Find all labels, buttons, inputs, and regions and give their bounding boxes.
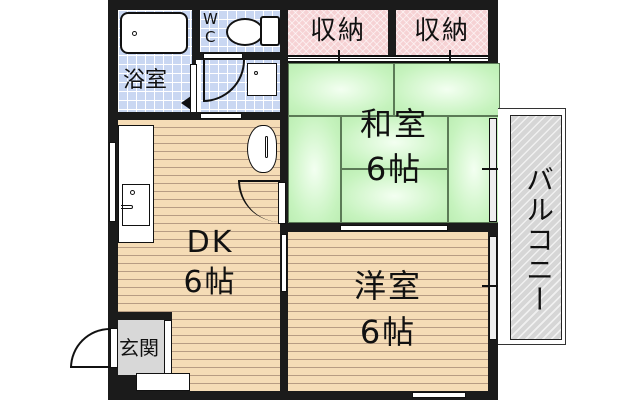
yoshitsu-size: 6帖 [359,313,417,351]
closet-1-label: 収納 [309,16,366,46]
wc-label-c: C [205,28,216,46]
tatami-mat [341,169,448,223]
bath-door-arrow-icon [181,96,191,110]
toilet-bowl [226,18,264,46]
tatami-mat [394,63,500,116]
washitsu-window-handle [482,168,508,170]
closet-sliding-doors[interactable] [288,55,488,63]
bath-door[interactable] [190,64,197,114]
dk-washitsu-door[interactable] [278,182,286,224]
faucet-spout [121,205,133,209]
tatami-mat [288,116,341,223]
faucet-icon [130,190,135,195]
bathtub [120,12,188,54]
yoshitsu-south-window[interactable] [412,392,466,398]
balcony-label: バルコニー [522,165,555,315]
washitsu-size: 6帖 [365,150,423,188]
yoshitsu-label: 洋室 [353,267,422,305]
genkan-floor-wall [118,375,136,391]
dk-size: 6帖 [183,265,237,300]
dk-label: DK [186,225,234,260]
wall-washitsu-left [280,10,288,230]
wall-genkan-top [118,312,172,320]
kitchen-sink [121,184,150,226]
wall-bath-wc [192,10,200,60]
washing-machine [247,63,277,96]
closet-2 [396,10,488,55]
washing-machine-drain-icon [254,71,258,75]
bath-label: 浴室 [123,68,168,93]
outer-wall-bottom [108,391,498,400]
genkan-step [164,320,172,376]
washitsu [288,63,500,223]
wall-dk-yoshitsu [280,228,288,391]
yoshitsu-floor [288,232,488,391]
wall-between-closets [388,10,396,62]
entrance-door-swing [70,328,110,368]
entrance-door[interactable] [110,328,118,368]
tatami-mat [341,116,448,169]
yoshitsu-window-handle [482,285,508,287]
toilet-tank [260,16,280,46]
closet-2-door-handle [449,50,451,62]
washitsu-balcony-window[interactable] [489,118,497,222]
wet-area-door[interactable] [200,113,242,119]
bathtub-drain-icon [132,31,137,36]
closet-2-label: 収納 [413,16,470,46]
closet-1 [288,10,388,55]
washitsu-label: 和室 [359,105,428,143]
wc-door[interactable] [203,53,243,59]
kitchen-window[interactable] [109,142,116,222]
yoshitsu-balcony-window[interactable] [489,236,497,340]
balcony [510,115,562,340]
closet-1-door-handle [338,50,340,62]
refrigerator [247,125,277,173]
dk-yoshitsu-door[interactable] [281,234,287,292]
washitsu-yoshitsu-door[interactable] [340,225,448,231]
tatami-mat [288,63,394,116]
outer-wall-top [108,0,498,10]
shoe-cabinet [136,373,190,391]
genkan-label: 玄関 [119,336,159,360]
wc-label-w: W [203,10,218,28]
genkan [118,320,164,375]
